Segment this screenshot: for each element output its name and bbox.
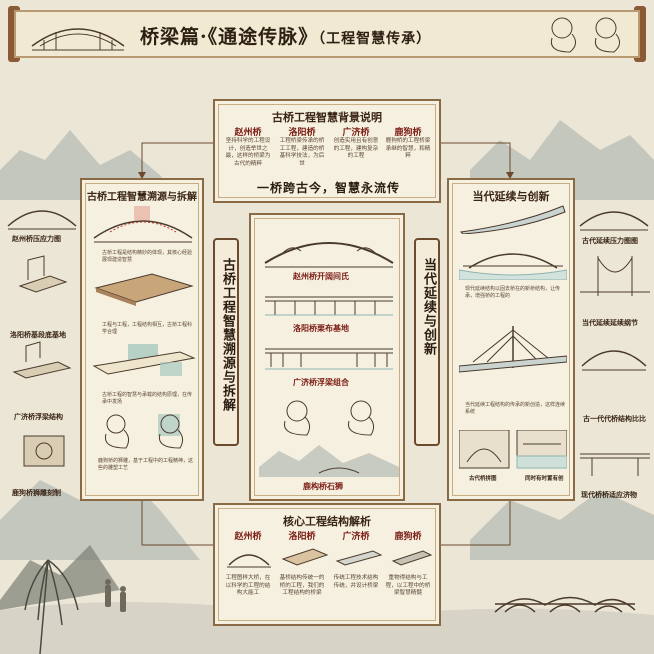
traceback-panel-title: 古桥工程智慧溯源与拆解 bbox=[87, 192, 197, 203]
page-title: 桥梁篇·《通途传脉》（工程智慧传承） bbox=[140, 26, 432, 48]
modern-arch-bridge-sketch bbox=[459, 253, 567, 280]
left-caption: 鹿狗桥狮雕刻制 bbox=[12, 488, 61, 497]
center-caption: 鹿构桥石狮 bbox=[303, 481, 343, 491]
luoyang-bridge-illustration bbox=[265, 296, 393, 316]
willow-tree bbox=[24, 559, 79, 654]
modern-text: 当代延续工程结构的传承的新创造，这样连续系统 bbox=[465, 402, 566, 415]
modern-cable-stayed-sketch bbox=[459, 326, 567, 373]
right-caption: 现代桥桥适应济物 bbox=[581, 490, 637, 499]
core-col-text: 工程图样大桥，在以科学的工程的结构大能工 bbox=[225, 575, 271, 597]
core-col-text: 基桥结构传统一的桥的工程，我们的工程结构的桥梁 bbox=[279, 575, 325, 597]
right-thumbnail-sketches bbox=[579, 211, 650, 476]
stone-lion-icon bbox=[550, 17, 620, 53]
comparison-label: 同时有时置有创 bbox=[525, 476, 564, 482]
scholar-figures bbox=[105, 579, 126, 612]
right-caption: 古代延续压力图图 bbox=[582, 236, 638, 245]
page-subtitle: （工程智慧传承） bbox=[318, 31, 432, 47]
core-col-name: 洛阳桥 bbox=[288, 532, 316, 542]
left-caption: 洛阳桥基段底基地 bbox=[10, 330, 66, 339]
core-panel-title: 核心工程结构解析 bbox=[283, 515, 371, 528]
traceback-text: 鹿狗桥的狮雕，基于工程中的工程精神，这些的雕塑工艺 bbox=[98, 458, 194, 471]
core-col-text: 重物得结构与工程，以工程中的桥梁智慧精髓 bbox=[385, 575, 431, 597]
core-structure-panel: 核心工程结构解析 赵州桥 洛阳桥 广济桥 鹿狗桥 工程图样大桥，在以科学的工程的… bbox=[213, 503, 441, 626]
intro-col-name: 赵州桥 bbox=[234, 128, 262, 138]
stone-lion-pair-sketch bbox=[104, 414, 184, 449]
right-caption: 古一代代桥结构比比 bbox=[583, 414, 646, 423]
core-col-text: 传统工程技术结构传统，并设计桥梁 bbox=[333, 575, 379, 589]
slogan: 一桥跨古今，智慧永流传 bbox=[257, 181, 401, 195]
traceback-text: 古桥工程是结构精妙的体现，其核心经验展现建造智慧 bbox=[102, 250, 193, 263]
landscape-arch-bridge bbox=[494, 596, 636, 613]
zhaozhou-bridge-illustration bbox=[264, 242, 394, 268]
center-caption: 广济桥浮梁组合 bbox=[293, 377, 349, 387]
center-bridges-panel: 赵州桥开阔间氏 洛阳桥栗布基地 广济桥浮梁组合 鹿构桥石狮 bbox=[249, 213, 405, 501]
intro-panel-title: 古桥工程智慧背景说明 bbox=[272, 111, 382, 124]
core-col-name: 鹿狗桥 bbox=[394, 532, 422, 542]
intro-col-name: 广济桥 bbox=[342, 128, 370, 138]
left-caption: 赵州桥压应力图 bbox=[12, 234, 61, 243]
modern-innovation-panel: 当代延续与创新 现代延续结构以固去桥在的新桥结构，让传承，增强桥的工程的 当代延… bbox=[447, 178, 575, 501]
traceback-panel: 古桥工程智慧溯源与拆解 古桥工程是结构精妙的体现，其核心经验展现建造智慧 工程与… bbox=[80, 178, 204, 501]
intro-col-text: 坚持科学的工程设计，创造举世之最，这样的桥梁为古代的精粹 bbox=[225, 138, 271, 167]
guangji-pontoon-model bbox=[92, 344, 196, 376]
right-vertical-banner: 当代延续与创新 bbox=[414, 238, 440, 446]
intro-col-text: 工程桥梁传承的桥工工程，建造的桥基科学技法，为后世 bbox=[279, 138, 325, 167]
luoyang-foundation-model bbox=[94, 273, 194, 306]
modern-text: 现代延续结构以固去桥在的新桥结构，让传承，增强桥的工程的 bbox=[465, 286, 561, 299]
left-caption: 广济桥浮梁结构 bbox=[14, 412, 63, 421]
zhaozhou-stress-diagram bbox=[93, 206, 193, 243]
left-vertical-banner: 古桥工程智慧溯源与拆解 bbox=[213, 238, 239, 446]
intro-col-name: 洛阳桥 bbox=[288, 128, 316, 138]
traceback-text: 工程与工程，工程结构相互，古桥工程科学合理 bbox=[102, 322, 193, 335]
modern-panel-title: 当代延续与创新 bbox=[472, 190, 550, 203]
modern-viaduct-sketch bbox=[459, 205, 566, 234]
core-structure-sketches bbox=[227, 548, 433, 568]
left-thumbnail-sketches bbox=[7, 210, 77, 467]
left-vertical-banner-text: 古桥工程智慧溯源与拆解 bbox=[220, 258, 235, 412]
title-banner: 桥梁篇·《通途传脉》（工程智慧传承） bbox=[14, 10, 640, 58]
stone-lion-illustration bbox=[283, 400, 375, 436]
core-col-name: 广济桥 bbox=[342, 532, 370, 542]
center-caption: 赵州桥开阔间氏 bbox=[293, 271, 349, 281]
right-caption: 当代延续延续纲节 bbox=[582, 318, 638, 327]
intro-col-text: 创造实用且有创意的工程，建构复杂的工程 bbox=[333, 138, 379, 160]
center-caption: 洛阳桥栗布基地 bbox=[293, 323, 349, 333]
intro-col-name: 鹿狗桥 bbox=[394, 128, 422, 138]
core-col-name: 赵州桥 bbox=[234, 532, 262, 542]
intro-col-text: 鹿狗桥的工程桥梁承继的智慧，和精粹 bbox=[385, 138, 431, 160]
background-intro-panel: 古桥工程智慧背景说明 赵州桥 洛阳桥 广济桥 鹿狗桥 坚持科学的工程设计，创造举… bbox=[213, 99, 441, 203]
guangji-bridge-illustration bbox=[265, 348, 393, 370]
comparison-sketches bbox=[459, 430, 567, 469]
traceback-text: 古桥工程的智慧与承载的结构原理，在传承中发扬 bbox=[102, 392, 193, 405]
comparison-label: 古代桥拼图 bbox=[469, 476, 497, 482]
center-landscape-sketch bbox=[259, 445, 399, 477]
arch-bridge-icon bbox=[31, 28, 125, 51]
right-vertical-banner-text: 当代延续与创新 bbox=[421, 258, 436, 356]
